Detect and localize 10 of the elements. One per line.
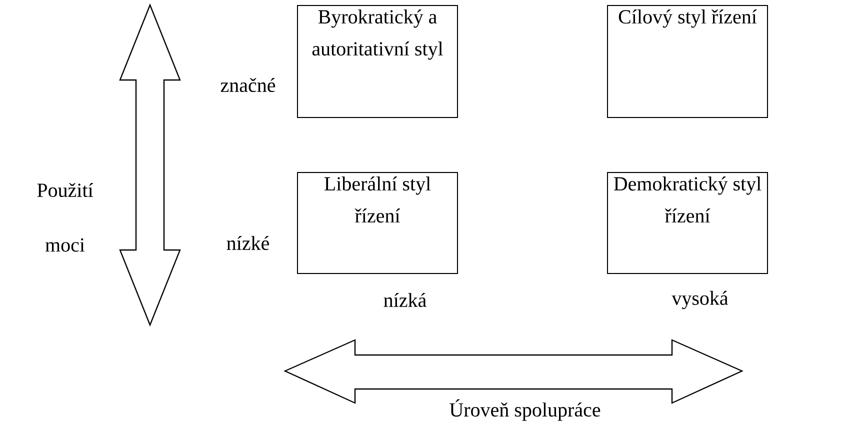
text-box: Demokratický styl řízení [607,172,768,274]
text-box: Liberální styl řízení [297,172,458,274]
text-box: Byrokratický a autoritativní styl [297,5,458,118]
axis-label: Úroveň spolupráce [450,399,600,421]
text-box: Cílový styl řízení [607,5,768,118]
axis-label: Použití [37,182,94,198]
axis-label: nízké [226,236,269,250]
axis-label: značné [220,78,276,92]
axis-label: moci [45,238,85,252]
axis-label: nízká [384,292,426,308]
